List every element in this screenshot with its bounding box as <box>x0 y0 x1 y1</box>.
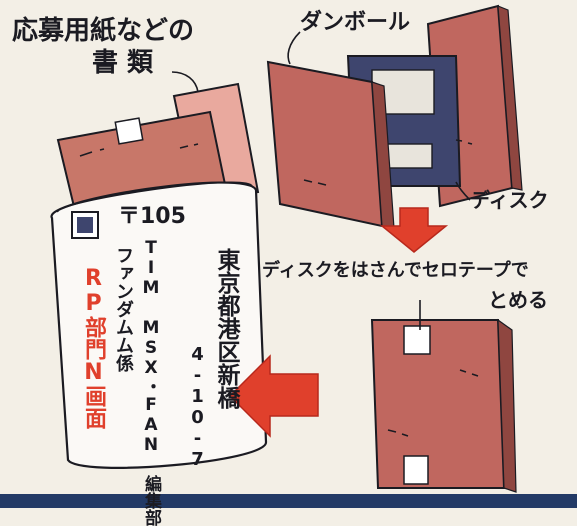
cardboard-scribble <box>303 179 327 186</box>
cardboard-sandwich <box>171 4 523 229</box>
documents-label-line2: 書 類 <box>92 48 154 78</box>
address-line1: 東京都港区新橋 <box>213 248 239 409</box>
package-scribble <box>459 369 479 377</box>
cardboard-front <box>266 60 384 228</box>
package-scribble-2 <box>387 429 409 437</box>
postal-code: 〒105 <box>118 204 186 229</box>
documents-label-line1: 応募用紙などの <box>12 16 195 46</box>
cardboard-back-edge <box>497 5 523 191</box>
documents-pointer-line <box>171 71 199 93</box>
instruction-line1: ディスクをはさんでセロテープで <box>262 260 529 281</box>
department-line1: ファンダムム係 <box>113 246 134 372</box>
illustration: 応募用紙などの 書 類 ダンボール ディスク ディスクをはさんでセロテープで と… <box>0 4 577 526</box>
company-name: TIM MSX・FAN 編集部 <box>141 238 161 526</box>
document-scribble-2 <box>179 143 199 149</box>
cardboard-pointer-line <box>287 31 301 65</box>
illustration-art <box>0 4 577 508</box>
instruction-line2: とめる <box>488 288 548 312</box>
document-scribble <box>79 148 105 157</box>
envelope <box>50 181 268 469</box>
disk-label-text: ディスク <box>470 188 549 212</box>
address-line2: 4-10-7 <box>187 344 208 470</box>
envelope-body <box>50 181 268 469</box>
disk-pointer-line <box>455 181 471 201</box>
arrow-down-icon <box>379 207 449 253</box>
envelope-flap-edge <box>57 181 253 213</box>
tape-bottom <box>403 455 429 485</box>
taped-package-body <box>370 319 506 489</box>
cardboard-scribble-2 <box>455 139 473 145</box>
tape-top <box>403 325 431 355</box>
postage-stamp-fill <box>77 217 93 233</box>
document-tape <box>114 117 144 145</box>
arrow-left-icon <box>228 354 319 438</box>
department-line2: RP部門N画面 <box>81 266 106 429</box>
taped-package-edge <box>497 318 517 493</box>
bottom-strip <box>0 494 577 508</box>
taped-package <box>370 300 517 493</box>
cardboard-label: ダンボール <box>300 10 411 35</box>
